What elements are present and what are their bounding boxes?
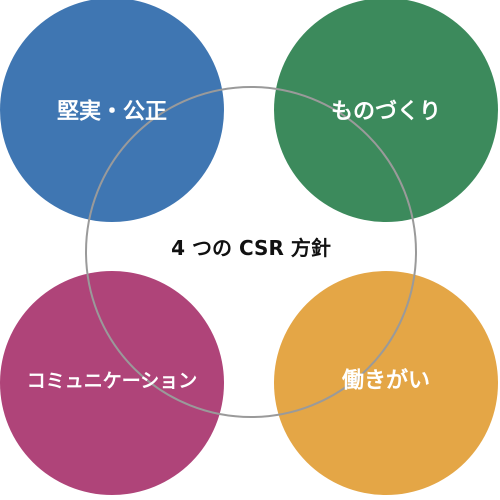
label-hatarakigai: 働きがい bbox=[341, 368, 430, 394]
central-outline-circle bbox=[85, 86, 417, 418]
circle-kenjitsu-kousei bbox=[0, 0, 224, 222]
circle-monozukuri bbox=[274, 0, 498, 222]
label-kenjitsu-kousei: 堅実・公正 bbox=[57, 99, 167, 125]
circle-hatarakigai bbox=[274, 271, 498, 495]
label-monozukuri: ものづくり bbox=[331, 100, 441, 125]
label-communication: コミュニケーション bbox=[27, 370, 198, 392]
center-title: 4 つの CSR 方針 bbox=[171, 236, 331, 260]
circle-communication bbox=[0, 271, 224, 495]
